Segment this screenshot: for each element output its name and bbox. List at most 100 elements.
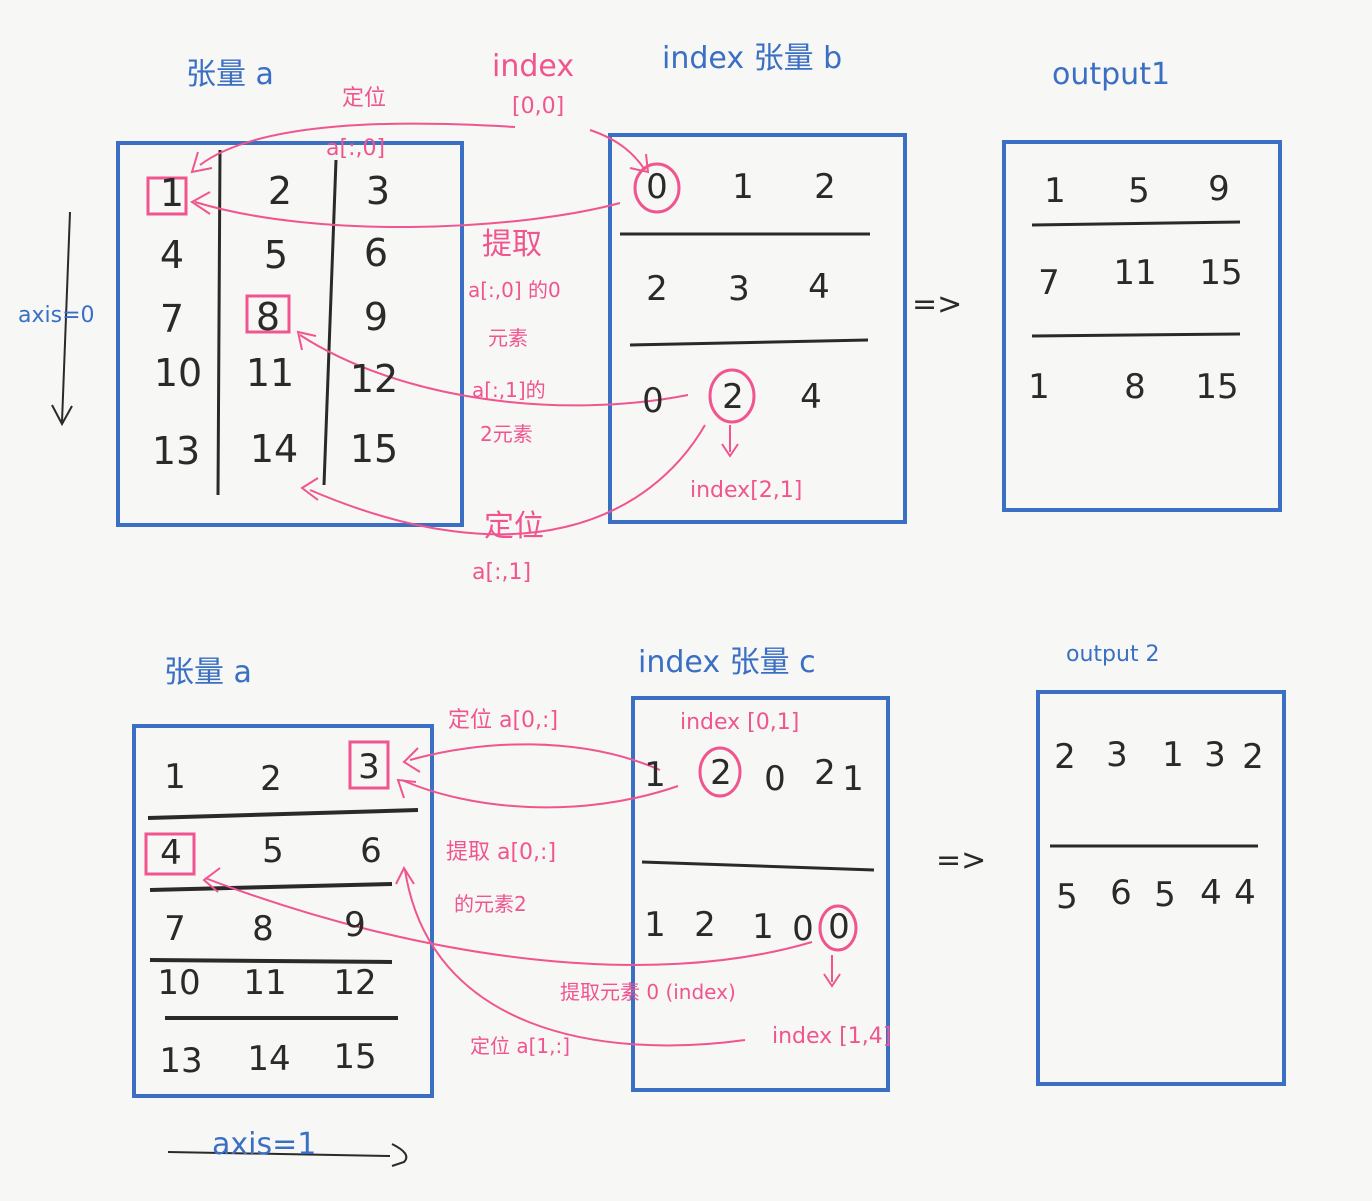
arrow-extract-2: [299, 334, 689, 407]
a-bottom-cell: 2: [260, 759, 282, 799]
c-cell: 1: [752, 907, 774, 947]
b-cell: 2: [646, 269, 668, 309]
highlight-8-box: [245, 294, 291, 334]
b-cell: 4: [800, 377, 822, 417]
arrow-index00-to-b-head: [629, 153, 650, 174]
a-bottom-cell: 4: [160, 833, 182, 873]
highlight-b-0-circle: [633, 162, 681, 214]
index-14-note: index [1,4]: [772, 1024, 892, 1049]
output1-cell: 1: [1044, 171, 1066, 211]
arrow-extract-row0-head: [396, 778, 417, 799]
extract-note: 提取: [482, 227, 542, 262]
arrow-right-bottom: =>: [936, 843, 987, 878]
arrow-extract-row0: [401, 779, 679, 809]
b-cell: 3: [728, 269, 750, 309]
highlight-b-2-circle: [708, 368, 756, 424]
arrow-index00-to-a-head: [190, 151, 213, 174]
c-cell: 2: [710, 753, 732, 793]
output1-cell: 11: [1113, 253, 1157, 293]
c-cell: 1: [842, 759, 864, 799]
output2-cell: 5: [1056, 877, 1078, 917]
highlight-1-box: [146, 176, 188, 216]
extract-desc1-note: a[:,0] 的0: [468, 278, 561, 302]
locate-bottom-note: 定位: [484, 509, 544, 544]
b-cell: 2: [722, 377, 744, 417]
b-cell: 4: [808, 267, 830, 307]
arrow-extract-0: [194, 201, 621, 228]
arrow-locate-row0-head: [402, 747, 421, 773]
a-top-cell: 2: [267, 169, 293, 213]
output2-cell: 6: [1110, 873, 1132, 913]
axis0-label: axis=0: [18, 303, 95, 328]
arrow-extract-elem0-head: [202, 867, 221, 893]
a-top-cell: 9: [363, 295, 389, 339]
a-top-cell: 15: [349, 427, 399, 471]
axis1-arrow-line: [167, 1151, 391, 1157]
arrow-locate-row1: [404, 869, 746, 1047]
tensor-a-top-title: 张量 a: [186, 57, 274, 92]
tensor-c-frame: [631, 696, 890, 1092]
extract-desc2-note: 元素: [488, 326, 528, 350]
axis1-label: axis=1: [212, 1127, 317, 1162]
tensor-b-frame: [608, 133, 907, 524]
b-cell: 0: [646, 167, 668, 207]
tensor-a-bottom-row-sep-3: [149, 958, 393, 964]
index-01-note: index [0,1]: [680, 710, 800, 735]
a-col1-desc2-note: 2元素: [480, 422, 533, 446]
c-cell: 2: [694, 905, 716, 945]
locate-row0-note: 定位 a[0,:]: [448, 708, 559, 733]
a-top-cell: 12: [349, 357, 399, 401]
a-top-cell: 3: [365, 169, 391, 213]
arrow-down-index21-head: [721, 443, 739, 458]
tensor-a-top-frame: [116, 141, 464, 527]
locate-top-note: 定位: [342, 86, 387, 111]
a-bottom-cell: 1: [164, 757, 186, 797]
c-cell: 1: [644, 755, 666, 795]
a-bottom-cell: 13: [159, 1041, 203, 1081]
a-top-cell: 10: [153, 351, 203, 395]
output2-cell: 1: [1162, 735, 1184, 775]
arrow-locate-col1-head: [300, 477, 319, 501]
tensor-a-bottom-title: 张量 a: [164, 655, 252, 690]
output2-cell: 3: [1106, 735, 1128, 775]
index-b-title: index 张量 b: [662, 41, 843, 76]
output2-cell: 2: [1242, 737, 1264, 777]
a-col1-note: a[:,1]: [472, 560, 532, 585]
arrow-right-top: =>: [912, 287, 963, 322]
output2-cell: 4: [1200, 873, 1222, 913]
a-bottom-cell: 6: [360, 831, 382, 871]
c-cell: 2: [814, 753, 836, 793]
a-top-cell: 11: [245, 351, 295, 395]
a-top-cell: 13: [151, 429, 201, 473]
axis0-arrow-line: [61, 211, 71, 423]
a-col0-note: a[:,0]: [326, 136, 386, 161]
highlight-3-box: [348, 740, 390, 790]
index-top-label: index: [492, 49, 575, 84]
a-bottom-cell: 14: [247, 1039, 291, 1079]
output1-title: output1: [1052, 57, 1171, 92]
output1-row-sep-1: [1031, 220, 1241, 227]
output2-frame: [1036, 690, 1286, 1086]
output1-frame: [1002, 140, 1282, 512]
c-cell: 0: [764, 759, 786, 799]
a-bottom-cell: 12: [333, 963, 377, 1003]
a-top-cell: 8: [255, 295, 281, 339]
b-cell: 1: [732, 167, 754, 207]
output1-cell: 9: [1208, 169, 1230, 209]
output1-cell: 7: [1038, 263, 1060, 303]
arrow-index00-to-b: [589, 129, 646, 171]
b-cell: 0: [642, 381, 664, 421]
output1-row-sep-2: [1031, 332, 1241, 338]
a-top-cell: 4: [159, 233, 185, 277]
a-top-cell: 14: [249, 427, 299, 471]
highlight-4-box: [144, 832, 196, 876]
a-bottom-cell: 9: [344, 905, 366, 945]
arrow-extract-elem0: [204, 877, 813, 966]
c-cell: 1: [644, 905, 666, 945]
tensor-c-row-sep: [641, 860, 875, 872]
tensor-a-top-col-sep-1: [216, 149, 222, 496]
a-top-cell: 6: [363, 231, 389, 275]
index-c-title: index 张量 c: [638, 645, 816, 680]
locate-row1-note: 定位 a[1,:]: [470, 1034, 571, 1058]
output2-cell: 3: [1204, 735, 1226, 775]
